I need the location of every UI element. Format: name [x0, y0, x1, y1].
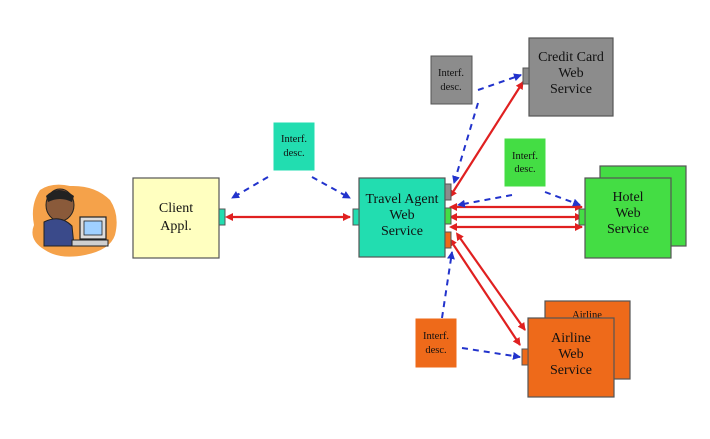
- hotel-desc-box: [504, 138, 546, 187]
- airline-interface-description: Interf. desc.: [415, 318, 457, 368]
- airline-desc-line2: desc.: [425, 345, 446, 356]
- airline-port: [521, 348, 529, 366]
- credit-desc-line2: desc.: [440, 82, 461, 93]
- credit-card-label-line3: Service: [550, 82, 592, 97]
- client-desc-line2: desc.: [283, 148, 304, 159]
- hotel-label-line1: Hotel: [612, 190, 643, 205]
- client-desc-box: [273, 122, 315, 171]
- hotel-interface-description: Interf. desc.: [504, 138, 546, 187]
- credit-card-node: Credit Card Web Service: [522, 37, 614, 117]
- credit-desc-to-credit-arrow: [477, 73, 522, 91]
- airline-back-label: Airline: [572, 310, 602, 321]
- client-application-node: Client Appl.: [132, 177, 226, 259]
- credit-card-label-line2: Web: [558, 66, 583, 81]
- hotel-desc-to-hotel-arrow: [544, 191, 581, 207]
- travel-agent-label-line2: Web: [389, 208, 414, 223]
- travel-agent-port-credit: [444, 183, 452, 201]
- credit-card-port: [522, 67, 530, 85]
- client-label-line2: Appl.: [160, 219, 192, 234]
- credit-card-interface-description: Interf. desc.: [430, 55, 473, 105]
- travel-agent-label-line3: Service: [381, 224, 423, 239]
- airline-desc-line1: Interf.: [423, 331, 449, 342]
- client-desc-line1: Interf.: [281, 134, 307, 145]
- credit-card-label-line1: Credit Card: [538, 50, 604, 65]
- hotel-desc-line1: Interf.: [512, 151, 538, 162]
- hotel-port: [578, 208, 586, 226]
- travel-agent-port-hotel: [444, 207, 452, 225]
- client-box: [132, 177, 220, 259]
- hotel-node: Hotel Web Service: [578, 165, 687, 259]
- client-desc-to-client-arrow: [231, 176, 269, 199]
- travel-credit-message-arrow: [449, 81, 524, 198]
- client-desc-to-travel-arrow: [311, 176, 351, 199]
- airline-label-line2: Web: [558, 347, 583, 362]
- airline-node: Airline Airline Web Service: [521, 300, 631, 398]
- airline-desc-to-travel-arrow: [441, 251, 455, 319]
- person-at-computer-icon: [32, 184, 117, 257]
- credit-desc-to-travel-arrow: [452, 102, 479, 184]
- hotel-label-line3: Service: [607, 222, 649, 237]
- travel-airline-message-arrow-1: [449, 238, 521, 346]
- hotel-desc-to-travel-arrow: [457, 194, 513, 208]
- description-connectors: [231, 73, 581, 360]
- client-port: [218, 208, 226, 226]
- travel-airline-message-arrow-2: [455, 232, 526, 331]
- airline-desc-box: [415, 318, 457, 368]
- travel-agent-port-client: [352, 208, 360, 226]
- travel-agent-node: Travel Agent Web Service: [352, 177, 452, 258]
- client-label-line1: Client: [159, 201, 193, 216]
- airline-label-line3: Service: [550, 363, 592, 378]
- airline-box: [527, 317, 615, 398]
- credit-desc-box: [430, 55, 473, 105]
- credit-desc-line1: Interf.: [438, 68, 464, 79]
- airline-desc-to-airline-arrow: [461, 347, 521, 360]
- hotel-label-line2: Web: [615, 206, 640, 221]
- message-connectors: [225, 81, 583, 346]
- hotel-desc-line2: desc.: [514, 164, 535, 175]
- airline-label-line1: Airline: [551, 331, 591, 346]
- hotel-box: [584, 177, 672, 259]
- client-interface-description: Interf. desc.: [273, 122, 315, 171]
- travel-agent-port-airline: [444, 231, 452, 249]
- travel-agent-label-line1: Travel Agent: [366, 192, 439, 207]
